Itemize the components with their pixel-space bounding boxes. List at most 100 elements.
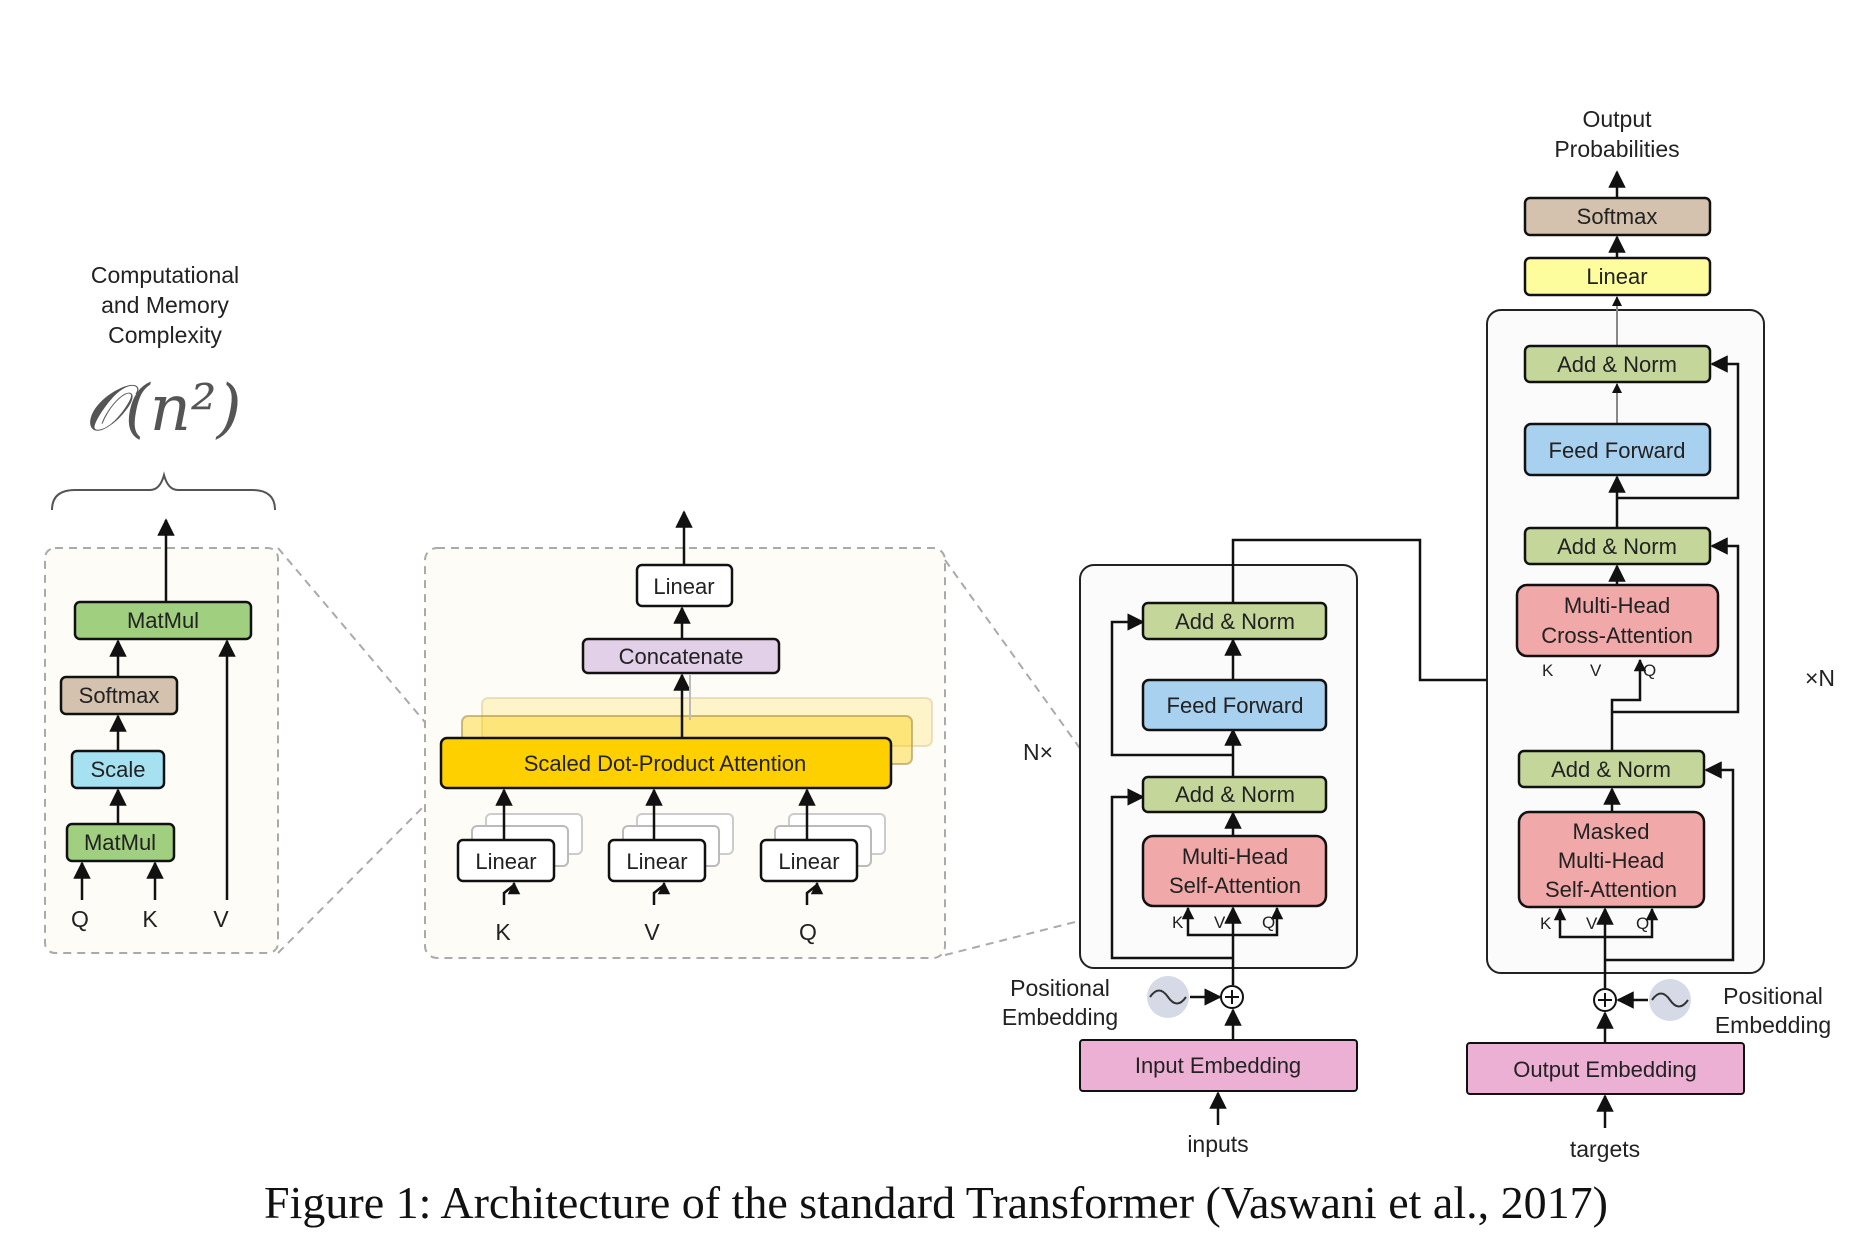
targets-label: targets	[1570, 1136, 1640, 1162]
enc-add-norm-bottom-label: Add & Norm	[1175, 782, 1295, 807]
output-probs-line-1: Output	[1582, 106, 1652, 132]
enc-add-norm-top-box	[1141, 601, 1328, 641]
concatenate-box	[581, 637, 781, 675]
input-embedding-label: Input Embedding	[1135, 1053, 1301, 1078]
edge-v-linear	[652, 881, 671, 905]
dec-add-norm-mid-label: Add & Norm	[1557, 534, 1677, 559]
dec-add-norm-top-box	[1523, 344, 1712, 384]
enc-plus-sign	[1225, 990, 1239, 1004]
softmax-label: Softmax	[79, 683, 160, 708]
multihead-q-label: Q	[799, 919, 817, 945]
enc-feed-forward-box	[1141, 678, 1328, 732]
edge-enc-branch-k	[1181, 906, 1233, 937]
dec-self-k-label: K	[1540, 914, 1552, 933]
dec-cross-q-label: Q	[1643, 661, 1656, 680]
attention-q-label: Q	[71, 906, 89, 932]
dec-masked-line-1: Masked	[1572, 819, 1649, 844]
matmul-bottom-box	[65, 822, 176, 863]
dec-self-v-label: V	[1586, 914, 1598, 933]
dec-softmax-box	[1523, 196, 1712, 237]
dec-add-norm-mid-box	[1523, 526, 1712, 566]
edge-addnorm-bottom-cross-q	[1610, 658, 1647, 751]
linear-k-box	[456, 838, 556, 883]
input-embedding-box	[1079, 1039, 1358, 1092]
attention-v-label: V	[213, 906, 229, 932]
encoder: N× Multi-Head Self-Attention K V Q Add &…	[1002, 564, 1358, 1157]
inputs-label: inputs	[1187, 1131, 1248, 1157]
scale-label: Scale	[90, 757, 145, 782]
complexity-label-line-1: Computational	[91, 262, 239, 288]
linear-q-box	[759, 838, 859, 883]
dec-cross-k-label: K	[1542, 661, 1554, 680]
edge-dec-branch-k	[1553, 907, 1605, 939]
dec-cross-v-label: V	[1590, 661, 1602, 680]
enc-sine-curve	[1149, 989, 1187, 1005]
linear-v-box	[607, 838, 707, 883]
dec-cross-attention-box	[1515, 583, 1720, 658]
output-probs-line-2: Probabilities	[1554, 136, 1679, 162]
enc-mha-line-1: Multi-Head	[1182, 844, 1288, 869]
enc-feed-forward-label: Feed Forward	[1167, 693, 1304, 718]
output-embedding-box	[1466, 1042, 1745, 1095]
dec-masked-attention-box	[1517, 810, 1706, 909]
enc-mha-line-2: Self-Attention	[1169, 873, 1301, 898]
edge-enc-branch-q	[1233, 906, 1284, 937]
complexity-brace	[51, 471, 276, 511]
dec-linear-label: Linear	[1586, 264, 1647, 289]
linear-out-label: Linear	[653, 574, 714, 599]
edge-dec-residual-bottom	[1605, 761, 1735, 962]
dec-plus-sign	[1598, 993, 1612, 1007]
complexity-label-line-2: and Memory	[101, 292, 229, 318]
edge-k-linear	[502, 881, 521, 905]
dec-sine-curve	[1651, 992, 1689, 1008]
complexity-label-line-3: Complexity	[108, 322, 222, 348]
dec-cross-attention-line-1: Multi-Head	[1564, 593, 1670, 618]
enc-pos-embedding-line-1: Positional	[1010, 975, 1110, 1001]
edge-enc-residual-1	[1110, 788, 1233, 960]
linear-k-label: Linear	[475, 849, 536, 874]
dec-add-norm-bottom-label: Add & Norm	[1551, 757, 1671, 782]
linear-v-label: Linear	[626, 849, 687, 874]
attention-k-label: K	[142, 906, 158, 932]
encoder-nx-label: N×	[1023, 739, 1053, 765]
matmul-bottom-label: MatMul	[84, 830, 156, 855]
enc-add-norm-top-label: Add & Norm	[1175, 609, 1295, 634]
attention-detail-panel: MatMul Softmax Scale MatMul Q K V	[44, 518, 279, 954]
edge-q-linear	[805, 881, 824, 905]
multihead-k-label: K	[495, 919, 511, 945]
edge-dec-branch-q	[1605, 907, 1659, 939]
dec-pos-embedding-line-2: Embedding	[1715, 1012, 1831, 1038]
dec-masked-line-3: Self-Attention	[1545, 877, 1677, 902]
dec-add-norm-bottom-box	[1517, 749, 1706, 789]
matmul-top-label: MatMul	[127, 608, 199, 633]
sdpa-label: Scaled Dot-Product Attention	[524, 751, 807, 776]
complexity-annotation: Computational and Memory Complexity 𝒪(n²…	[51, 262, 276, 511]
concatenate-label: Concatenate	[619, 644, 744, 669]
linear-out-box	[635, 563, 734, 608]
figure-caption: Figure 1: Architecture of the standard T…	[264, 1177, 1608, 1228]
dec-self-q-label: Q	[1636, 914, 1649, 933]
enc-mha-v-label: V	[1214, 913, 1226, 932]
dec-masked-line-2: Multi-Head	[1558, 848, 1664, 873]
multihead-detail-panel: Linear Concatenate Scaled Dot-Product At…	[424, 510, 946, 959]
dec-feed-forward-label: Feed Forward	[1549, 438, 1686, 463]
dec-feed-forward-box	[1523, 422, 1712, 477]
zoom-line-1b	[277, 789, 441, 954]
enc-add-norm-bottom-box	[1141, 775, 1328, 814]
matmul-top-box	[73, 600, 253, 641]
enc-pos-embedding-line-2: Embedding	[1002, 1004, 1118, 1030]
complexity-formula: 𝒪(n²)	[84, 372, 241, 446]
dec-pos-embedding-line-1: Positional	[1723, 983, 1823, 1009]
linear-q-label: Linear	[778, 849, 839, 874]
dec-cross-attention-line-2: Cross-Attention	[1541, 623, 1693, 648]
decoder: Output Probabilities Softmax Linear ×N A…	[1466, 106, 1835, 1162]
edge-enc-residual-2	[1110, 613, 1233, 757]
zoom-line-1a	[277, 547, 441, 741]
decoder-xn-label: ×N	[1805, 665, 1835, 691]
dec-softmax-label: Softmax	[1577, 204, 1658, 229]
softmax-box	[59, 675, 179, 716]
dec-add-norm-top-label: Add & Norm	[1557, 352, 1677, 377]
edge-dec-residual-mid	[1612, 537, 1740, 714]
output-embedding-label: Output Embedding	[1513, 1057, 1696, 1082]
